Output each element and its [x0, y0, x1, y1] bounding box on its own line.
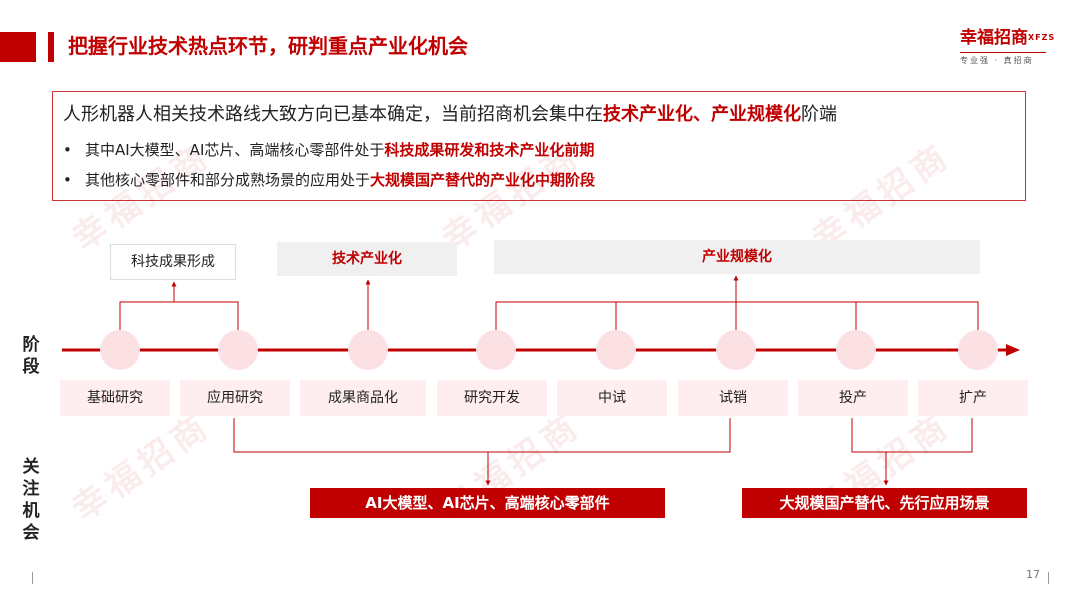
bullet-text: 其中AI大模型、AI芯片、高端核心零部件处于 [85, 141, 385, 159]
side-char: 关 [22, 457, 40, 477]
header-accent-block [0, 32, 36, 62]
stage-node [348, 330, 388, 370]
phase-label-research: 科技成果形成 [110, 244, 236, 280]
focus-import-substitution: 大规模国产替代、先行应用场景 [742, 488, 1027, 518]
stage-production: 投产 [798, 380, 908, 416]
bullet-text: 其他核心零部件和部分成熟场景的应用处于 [85, 171, 371, 189]
phase-label-industrialization: 技术产业化 [277, 242, 457, 276]
headline-post: 阶端 [801, 104, 837, 125]
stage-node [958, 330, 998, 370]
headline-pre: 人形机器人相关技术路线大致方向已基本确定，当前招商机会集中在 [63, 104, 603, 125]
side-label-stage: 阶 段 [20, 334, 42, 378]
brand-logo: 幸福招商XFZS 专业强 · 真招商 [960, 26, 1060, 66]
summary-bullet-1: • 其中AI大模型、AI芯片、高端核心零部件处于科技成果研发和技术产业化前期 [63, 138, 594, 162]
stage-commercialization: 成果商品化 [300, 380, 426, 416]
stage-trial-sale: 试销 [678, 380, 788, 416]
side-char: 会 [22, 523, 40, 543]
headline-emphasis: 技术产业化、产业规模化 [603, 104, 801, 125]
stage-expansion: 扩产 [918, 380, 1028, 416]
bullet-dot: • [63, 171, 72, 189]
side-label-focus: 关 注 机 会 [20, 456, 42, 544]
side-char: 机 [22, 501, 40, 521]
bullet-emphasis: 大规模国产替代的产业化中期阶段 [370, 171, 596, 189]
stage-node [596, 330, 636, 370]
bullet-dot: • [63, 141, 72, 159]
stage-node [836, 330, 876, 370]
stage-rnd: 研究开发 [437, 380, 547, 416]
side-char: 注 [22, 479, 40, 499]
connector-scale [495, 301, 979, 330]
summary-headline: 人形机器人相关技术路线大致方向已基本确定，当前招商机会集中在技术产业化、产业规模… [63, 102, 837, 128]
connector-focus-left [233, 418, 731, 453]
phase-label-scale: 产业规模化 [494, 240, 980, 274]
logo-tagline: 专业强 · 真招商 [960, 56, 1034, 65]
stage-node [716, 330, 756, 370]
stage-applied-research: 应用研究 [180, 380, 290, 416]
stage-node [218, 330, 258, 370]
stage-pilot: 中试 [557, 380, 667, 416]
stage-node [476, 330, 516, 370]
footer-divider-right [1048, 572, 1049, 584]
timeline-arrowhead [1006, 344, 1020, 356]
footer-divider-left [32, 572, 33, 584]
summary-box: 人形机器人相关技术路线大致方向已基本确定，当前招商机会集中在技术产业化、产业规模… [52, 91, 1026, 201]
bullet-emphasis: 科技成果研发和技术产业化前期 [384, 141, 595, 159]
logo-text: 幸福招商XFZS [960, 26, 1060, 50]
page-title: 把握行业技术热点环节，研判重点产业化机会 [68, 34, 468, 58]
summary-bullet-2: • 其他核心零部件和部分成熟场景的应用处于大规模国产替代的产业化中期阶段 [63, 168, 595, 192]
focus-ai-components: AI大模型、AI芯片、高端核心零部件 [310, 488, 665, 518]
stage-node [100, 330, 140, 370]
side-char: 阶 [22, 335, 40, 355]
logo-rule [960, 52, 1046, 53]
connector-research [119, 301, 239, 330]
stage-basic-research: 基础研究 [60, 380, 170, 416]
page-number: 17 [1026, 568, 1040, 581]
header-accent-stripe [48, 32, 54, 62]
connector-focus-right [851, 418, 973, 453]
logo-sup: XFZS [1028, 33, 1056, 42]
side-char: 段 [22, 357, 40, 377]
logo-name: 幸福招商 [960, 28, 1028, 48]
